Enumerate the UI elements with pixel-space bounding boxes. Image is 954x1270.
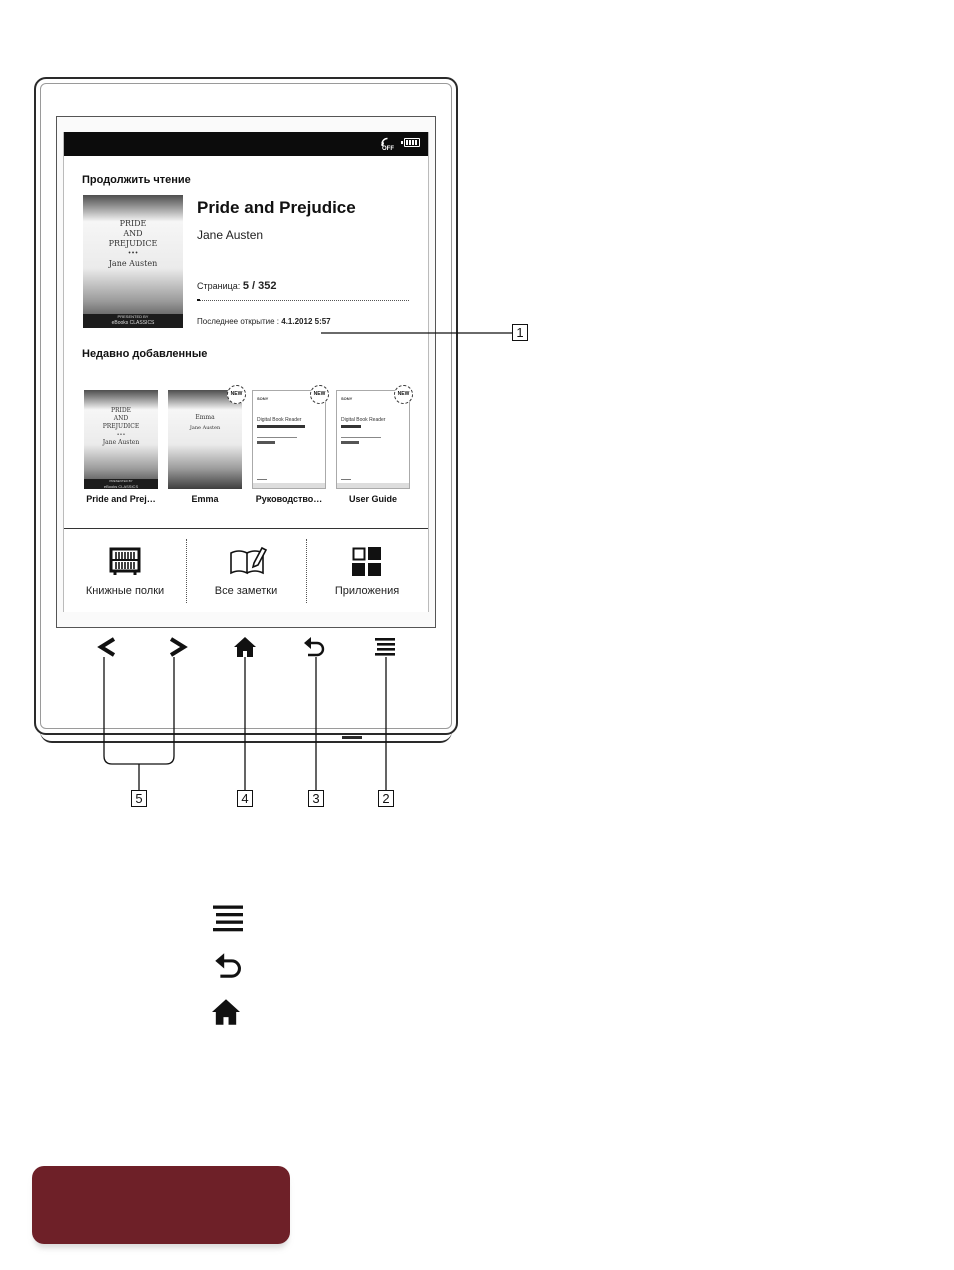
nav-all-notes[interactable]: Все заметки: [186, 529, 306, 609]
back-arrow-icon[interactable]: [302, 636, 326, 658]
chevron-left-icon[interactable]: [96, 636, 118, 658]
battery-icon: [401, 138, 420, 147]
bottom-nav: Книжные полки Все заметки Приложения: [64, 528, 428, 612]
cover-line: PREJUDICE: [108, 239, 158, 248]
callout-3: 3: [308, 790, 324, 807]
bookshelf-icon: [109, 547, 141, 575]
callout-1: 1: [512, 324, 528, 341]
device-notch: [342, 736, 362, 739]
cover-footer-top: PRESENTED BY: [117, 314, 149, 319]
cover-line: PRIDE: [110, 407, 132, 414]
recently-added-heading: Недавно добавленные: [82, 348, 208, 360]
cover-publisher-band: PRESENTED BY eBooks CLASSICS: [84, 479, 158, 489]
doc-footer: [337, 483, 409, 488]
home-icon: [212, 999, 240, 1025]
last-opened-label: Последнее открытие :: [197, 317, 280, 326]
doc-brand: SONY: [341, 396, 353, 401]
book-thumb-title[interactable]: Emma: [191, 494, 219, 504]
cover-line: Jane Austen: [108, 259, 158, 268]
book-thumb-emma[interactable]: Emma Jane Austen: [168, 390, 242, 489]
doc-logo: [341, 475, 351, 480]
device-bottom-edge: [40, 731, 452, 743]
callout-2: 2: [378, 790, 394, 807]
cover-publisher-band: PRESENTED BY eBooks CLASSICS: [83, 314, 183, 328]
navigation-button[interactable]: [32, 1166, 290, 1244]
cover-line: Emma: [195, 414, 215, 421]
page-label: Страница:: [197, 281, 241, 291]
doc-bar: [341, 425, 361, 428]
current-book-author: Jane Austen: [197, 228, 264, 242]
doc-line: [341, 437, 381, 438]
back-arrow-icon: [215, 953, 241, 978]
doc-title: Digital Book Reader: [341, 417, 386, 423]
page-value: 5 / 352: [242, 280, 277, 292]
reading-progress-fill: [197, 299, 200, 301]
cover-footer-top: PRESENTED BY: [109, 479, 133, 483]
book-thumb-title[interactable]: Руководство…: [255, 494, 323, 504]
reading-progress-track: [197, 300, 409, 301]
new-badge: NEW: [227, 385, 246, 404]
cover-footer: eBooks CLASSICS: [111, 320, 155, 326]
doc-brand: SONY: [257, 396, 269, 401]
cover-line: AND: [123, 229, 143, 238]
book-thumb-user-guide[interactable]: SONY Digital Book Reader: [336, 390, 410, 489]
home-icon[interactable]: [233, 636, 257, 658]
doc-title: Digital Book Reader: [257, 417, 302, 423]
nav-divider: [186, 539, 187, 603]
doc-chip: [341, 441, 359, 444]
callout-4: 4: [237, 790, 253, 807]
new-badge: NEW: [394, 385, 413, 404]
nav-divider: [306, 539, 307, 603]
book-thumb-guide-ru[interactable]: SONY Digital Book Reader: [252, 390, 326, 489]
wifi-icon: [381, 137, 388, 147]
cover-line: Jane Austen: [102, 439, 140, 446]
last-opened-info: Последнее открытие : 4.1.2012 5:57: [197, 317, 331, 326]
status-bar: OFF: [64, 132, 428, 156]
continue-reading-heading: Продолжить чтение: [82, 174, 191, 186]
nav-label: Приложения: [334, 585, 400, 597]
new-badge: NEW: [310, 385, 329, 404]
cover-footer: eBooks CLASSICS: [103, 484, 139, 489]
doc-chip: [257, 441, 275, 444]
chevron-right-icon[interactable]: [167, 636, 189, 658]
cover-line: PRIDE: [119, 219, 147, 228]
notes-book-icon: [230, 546, 268, 575]
cover-line: PREJUDICE: [102, 423, 140, 430]
apps-grid-icon: [352, 547, 381, 576]
menu-icon: [213, 905, 243, 932]
wifi-off-label: OFF: [382, 146, 394, 152]
cover-line: Jane Austen: [189, 425, 221, 431]
book-thumb-title[interactable]: Pride and Prej…: [86, 494, 156, 504]
page-info: Страница: 5 / 352: [197, 280, 276, 292]
callout-5: 5: [131, 790, 147, 807]
doc-line: [257, 437, 297, 438]
doc-logo: [257, 475, 267, 480]
book-thumb-title[interactable]: User Guide: [348, 494, 397, 504]
doc-footer: [253, 483, 325, 488]
cover-line: •••: [127, 250, 139, 257]
cover-line: AND: [113, 415, 129, 422]
last-opened-value: 4.1.2012 5:57: [281, 317, 331, 326]
cover-line: •••: [116, 432, 126, 438]
nav-applications[interactable]: Приложения: [306, 529, 428, 609]
book-thumb-pride[interactable]: PRIDE AND PREJUDICE ••• Jane Austen PRES…: [84, 390, 158, 489]
nav-bookshelves[interactable]: Книжные полки: [64, 529, 186, 609]
menu-icon[interactable]: [374, 637, 396, 657]
current-book-cover[interactable]: PRIDE AND PREJUDICE ••• Jane Austen PRES…: [83, 195, 183, 328]
nav-label: Все заметки: [214, 585, 278, 597]
nav-label: Книжные полки: [85, 585, 165, 597]
current-book-title[interactable]: Pride and Prejudice: [197, 198, 356, 217]
device-screen: OFF Продолжить чтение PRIDE AND PREJUDIC…: [63, 132, 429, 612]
doc-bar: [257, 425, 305, 428]
